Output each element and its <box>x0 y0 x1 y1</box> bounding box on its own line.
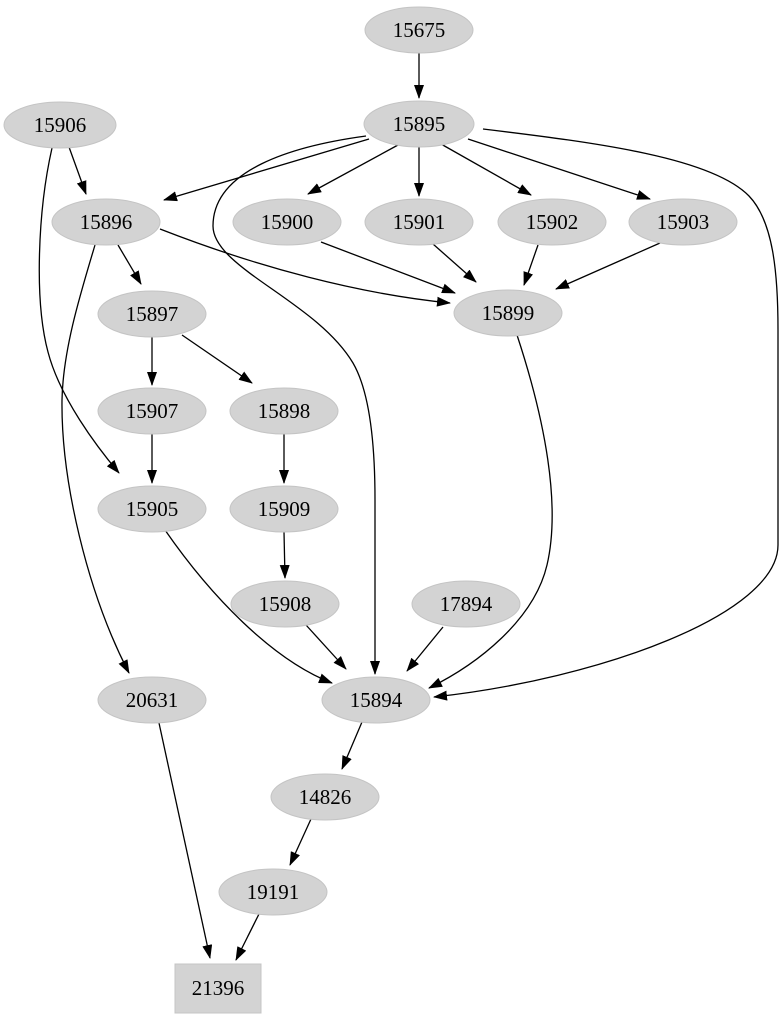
edge-15895-15894-a <box>212 135 380 675</box>
node-15897: 15897 <box>97 290 207 338</box>
node-15895-shape <box>363 100 475 148</box>
node-20631-shape <box>97 676 207 724</box>
node-17894-label: 17894 <box>440 592 493 616</box>
node-15901-label: 15901 <box>393 210 446 234</box>
node-15901: 15901 <box>364 198 474 246</box>
edge-15895-15900 <box>307 144 399 195</box>
node-14826-label: 14826 <box>299 785 352 809</box>
edge-15895-15903 <box>467 138 651 200</box>
node-19191-shape <box>218 868 328 916</box>
edge-15901-15899 <box>432 243 477 283</box>
node-15909-shape <box>229 485 339 533</box>
node-15902: 15902 <box>497 198 607 246</box>
edge-15909-15908 <box>279 531 290 579</box>
edge-15908-15894 <box>305 624 347 670</box>
node-15903: 15903 <box>628 198 738 246</box>
node-15898-shape <box>229 387 339 435</box>
edge-15902-15899 <box>523 244 539 286</box>
node-15894-shape <box>321 676 431 724</box>
node-15909-label: 15909 <box>258 497 311 521</box>
node-15896-label: 15896 <box>80 210 133 234</box>
node-15900: 15900 <box>232 198 342 246</box>
node-20631: 20631 <box>97 676 207 724</box>
node-15903-label: 15903 <box>657 210 710 234</box>
edge-19191-21396 <box>235 913 260 961</box>
node-15905-shape <box>97 485 207 533</box>
node-15894: 15894 <box>321 676 431 724</box>
node-19191-label: 19191 <box>247 880 300 904</box>
node-15906-shape <box>3 101 117 149</box>
node-15907-label: 15907 <box>126 399 179 423</box>
node-14826-shape <box>270 773 380 821</box>
node-19191: 19191 <box>218 868 328 916</box>
edge-15906-15905 <box>38 147 120 474</box>
edge-15899-15894 <box>428 334 553 689</box>
node-15896-shape <box>51 198 161 246</box>
node-15899-label: 15899 <box>482 301 535 325</box>
node-15675-label: 15675 <box>393 18 446 42</box>
node-15897-label: 15897 <box>126 302 179 326</box>
edge-20631-21396 <box>158 722 213 959</box>
node-15906-label: 15906 <box>34 113 87 137</box>
node-21396: 21396 <box>174 963 262 1014</box>
node-15907: 15907 <box>97 387 207 435</box>
node-15675: 15675 <box>364 6 474 54</box>
node-17894: 17894 <box>411 580 521 628</box>
node-15908: 15908 <box>230 580 340 628</box>
edge-15903-15899 <box>555 242 661 290</box>
node-15902-label: 15902 <box>526 210 579 234</box>
node-21396-label: 21396 <box>192 976 245 1000</box>
node-15909: 15909 <box>229 485 339 533</box>
edge-15895-15896 <box>163 138 370 202</box>
edge-15896-20631 <box>61 244 130 674</box>
node-15895-label: 15895 <box>393 112 446 136</box>
node-15903-shape <box>628 198 738 246</box>
node-15898: 15898 <box>229 387 339 435</box>
edge-17894-15894 <box>406 626 444 672</box>
node-15901-shape <box>364 198 474 246</box>
node-15900-label: 15900 <box>261 210 314 234</box>
node-15895: 15895 <box>363 100 475 148</box>
edge-layer <box>38 53 779 961</box>
node-15898-label: 15898 <box>258 399 311 423</box>
edge-15906-15896 <box>68 146 87 195</box>
node-20631-label: 20631 <box>126 688 179 712</box>
node-15902-shape <box>497 198 607 246</box>
node-15906: 15906 <box>3 101 117 149</box>
edge-15897-15898 <box>181 334 253 384</box>
edge-14826-19191 <box>289 818 312 866</box>
node-15907-shape <box>97 387 207 435</box>
node-15905: 15905 <box>97 485 207 533</box>
node-17894-shape <box>411 580 521 628</box>
edge-15895-15894-b <box>433 128 779 701</box>
node-15675-shape <box>364 6 474 54</box>
node-15900-shape <box>232 198 342 246</box>
node-15899: 15899 <box>453 289 563 337</box>
edge-15895-15902 <box>440 143 532 196</box>
node-15894-label: 15894 <box>350 688 403 712</box>
node-15908-label: 15908 <box>259 592 312 616</box>
edge-15896-15899 <box>159 228 451 307</box>
node-15899-shape <box>453 289 563 337</box>
edge-15896-15897 <box>117 244 142 285</box>
node-21396-shape <box>174 963 262 1014</box>
edge-15900-15899 <box>320 241 456 294</box>
node-15905-label: 15905 <box>126 497 179 521</box>
node-15908-shape <box>230 580 340 628</box>
node-14826: 14826 <box>270 773 380 821</box>
edge-15894-14826 <box>341 721 363 770</box>
node-15897-shape <box>97 290 207 338</box>
edge-15905-15894 <box>164 529 333 684</box>
node-layer: 15675 15895 15906 15896 15900 15901 1590… <box>3 6 738 1014</box>
node-15896: 15896 <box>51 198 161 246</box>
